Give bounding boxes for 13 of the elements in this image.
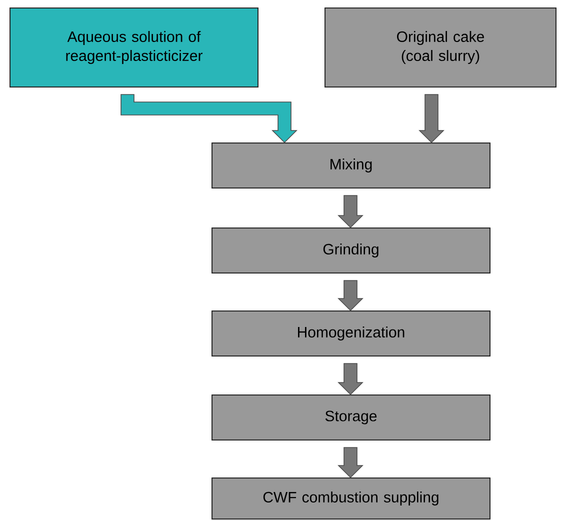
process-box: Mixing: [212, 142, 490, 188]
process-box: Homogenization: [212, 310, 490, 356]
block-arrow: [338, 363, 364, 396]
block-arrow: [338, 195, 364, 228]
process-box: Grinding: [212, 228, 490, 274]
input-box: Aqueous solution of reagent-plasticticizer: [10, 8, 258, 88]
block-arrow: [338, 447, 364, 478]
process-box: Storage: [212, 394, 490, 440]
block-arrow: [120, 94, 298, 144]
process-box: CWF combustion suppling: [212, 477, 490, 520]
block-arrow: [338, 280, 364, 312]
input-box: Original cake (coal slurry): [324, 8, 556, 88]
block-arrow: [418, 94, 444, 144]
